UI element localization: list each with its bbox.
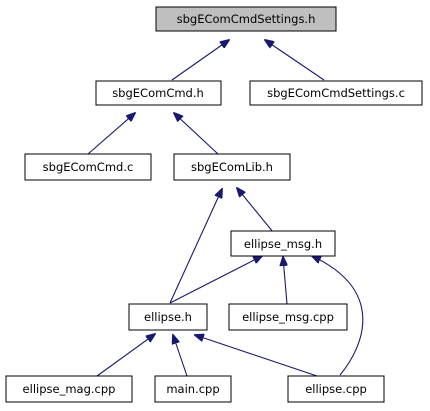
edge-cmd-c-to-cmd-h [87, 113, 135, 155]
node-ellipse-cpp[interactable]: ellipse.cpp [287, 375, 385, 403]
node-box [128, 303, 208, 331]
nodes-layer: sbgEComCmdSettings.h sbgEComCmd.h sbgECo… [5, 6, 423, 403]
node-label: ellipse_mag.cpp [23, 382, 116, 396]
node-box [287, 375, 385, 403]
node-ellipse-msg-cpp[interactable]: ellipse_msg.cpp [228, 303, 348, 331]
node-label: ellipse.h [144, 310, 192, 324]
node-label: ellipse.cpp [305, 382, 367, 396]
node-ellipse-mag-cpp[interactable]: ellipse_mag.cpp [5, 375, 133, 403]
node-label: sbgEComCmd.c [43, 160, 134, 174]
node-sbgecomcmd-h[interactable]: sbgEComCmd.h [95, 80, 222, 106]
node-box [173, 153, 291, 181]
node-sbgecomcmd-c[interactable]: sbgEComCmd.c [24, 153, 152, 181]
edge-ellipse-h-to-lib-h [169, 189, 222, 304]
node-main-cpp[interactable]: main.cpp [154, 375, 232, 403]
node-box [154, 375, 232, 403]
node-box [155, 6, 337, 32]
edge-lib-h-to-cmd-h [174, 113, 219, 155]
node-sbgecomlib-h[interactable]: sbgEComLib.h [173, 153, 291, 181]
node-ellipse-msg-h[interactable]: ellipse_msg.h [230, 230, 336, 257]
node-box [95, 80, 222, 106]
node-label: sbgEComCmd.h [112, 86, 204, 100]
edge-ellipse-cpp-to-ellipse-h [195, 335, 318, 377]
node-sbgecomcmdsettings-h[interactable]: sbgEComCmdSettings.h [155, 6, 337, 32]
edge-main-cpp-to-ellipse-h [173, 335, 188, 377]
node-box [24, 153, 152, 181]
edge-ellipse-cpp-to-msg-h [312, 256, 364, 376]
node-sbgecomcmdsettings-c[interactable]: sbgEComCmdSettings.c [249, 80, 423, 106]
node-label: ellipse_msg.cpp [242, 310, 334, 324]
node-label: sbgEComCmdSettings.h [177, 12, 316, 26]
node-label: sbgEComLib.h [191, 160, 273, 174]
node-box [5, 375, 133, 403]
node-label: main.cpp [166, 382, 219, 396]
edge-cmd-h-to-settings-h [171, 40, 229, 81]
node-box [228, 303, 348, 331]
edge-msg-cpp-to-msg-h [283, 257, 287, 305]
edge-msg-h-to-lib-h [237, 188, 274, 233]
node-label: ellipse_msg.h [244, 237, 322, 251]
node-box [230, 230, 336, 257]
edges-layer [87, 40, 364, 377]
node-box [249, 80, 423, 106]
edge-settings-c-to-settings-h [265, 40, 325, 81]
edge-mag-cpp-to-ellipse-h [96, 334, 155, 377]
node-ellipse-h[interactable]: ellipse.h [128, 303, 208, 331]
node-label: sbgEComCmdSettings.c [267, 86, 405, 100]
edge-ellipse-h-to-msg-h [169, 256, 262, 304]
